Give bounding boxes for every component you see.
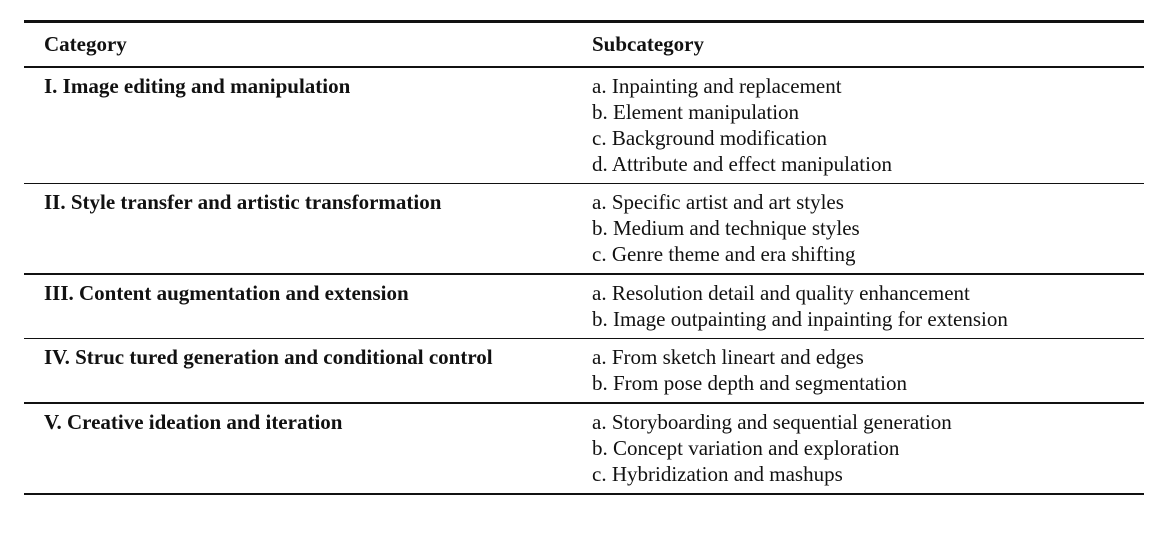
subcategory-item: b. Medium and technique styles: [592, 216, 860, 240]
subcategory-cell: a. From sketch lineart and edges b. From…: [592, 344, 1144, 396]
subcategory-item: a. From sketch lineart and edges: [592, 345, 864, 369]
subcategory-item: b. From pose depth and segmentation: [592, 371, 907, 395]
table-row: I. Image editing and manipulation a. Inp…: [24, 68, 1144, 183]
subcategory-item: c. Hybridization and mashups: [592, 461, 843, 486]
subcategory-item: a. Storyboarding and sequential generati…: [592, 409, 952, 434]
top-rule: [24, 20, 1144, 23]
category-cell: III. Content augmentation and extension: [44, 280, 409, 305]
subcategory-item: d. Attribute and effect manipulation: [592, 151, 892, 176]
category-cell: IV. Struc tured generation and condition…: [44, 345, 493, 369]
bottom-rule: [24, 492, 1144, 495]
subcategory-item: c. Background modification: [592, 125, 828, 150]
row-rule: [24, 402, 1144, 404]
header-subcategory: Subcategory: [592, 32, 704, 56]
table-row: IV. Struc tured generation and condition…: [24, 339, 1144, 402]
subcategory-item: b. Concept variation and exploration: [592, 435, 900, 460]
subcategory-item: a. Specific artist and art styles: [592, 190, 844, 214]
header-rule: [24, 66, 1144, 68]
category-cell: I. Image editing and manipulation: [44, 73, 351, 98]
row-rule: [24, 182, 1144, 184]
table-row: V. Creative ideation and iteration a. St…: [24, 404, 1144, 493]
subcategory-item: a. Inpainting and replacement: [592, 73, 842, 98]
row-rule: [24, 337, 1144, 339]
table-row: II. Style transfer and artistic transfor…: [24, 184, 1144, 273]
subcategory-cell: a. Resolution detail and quality enhance…: [592, 280, 1144, 332]
subcategory-item: b. Element manipulation: [592, 99, 800, 124]
subcategory-item: b. Image outpainting and inpainting for …: [592, 306, 1008, 331]
header-category: Category: [44, 32, 127, 56]
header-row: Category Subcategory: [24, 23, 1144, 66]
subcategory-cell: a. Specific artist and art styles b. Med…: [592, 189, 1144, 267]
category-cell: V. Creative ideation and iteration: [44, 409, 343, 434]
subcategory-item: a. Resolution detail and quality enhance…: [592, 280, 970, 305]
subcategory-cell: a. Storyboarding and sequential generati…: [592, 409, 1144, 487]
category-table: Category Subcategory I. Image editing an…: [24, 20, 1144, 495]
subcategory-cell: a. Inpainting and replacement b. Element…: [592, 73, 1144, 177]
subcategory-item: c. Genre theme and era shifting: [592, 242, 856, 266]
row-rule: [24, 273, 1144, 275]
table-row: III. Content augmentation and extension …: [24, 275, 1144, 338]
category-cell: II. Style transfer and artistic transfor…: [44, 190, 442, 214]
